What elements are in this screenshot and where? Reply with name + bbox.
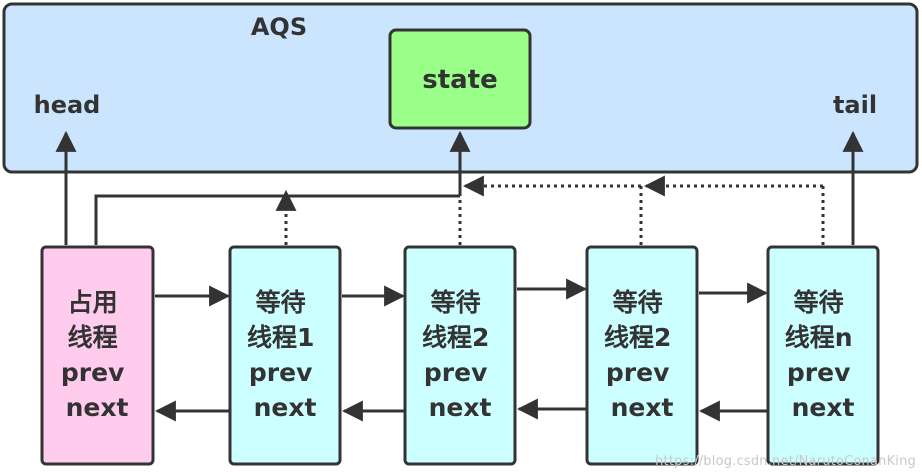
node-waiting-thread-1: 等待 线程1 prev next	[228, 245, 342, 466]
state-box	[388, 28, 532, 130]
head-label: head	[34, 91, 101, 119]
node-line1: 等待	[256, 288, 306, 317]
node-line2: 线程1	[247, 323, 314, 352]
node-prev: prev	[61, 358, 124, 387]
node-line2: 线程n	[785, 323, 853, 352]
node-box	[585, 245, 699, 466]
node-line1: 等待	[431, 288, 481, 317]
node-waiting-thread-n: 等待 线程n prev next	[766, 245, 880, 466]
svg-text:等待 线程n prev: 等待 线程n prev next	[785, 288, 862, 422]
node-prev: prev	[424, 358, 487, 387]
svg-text:占用 线程 prev n: 占用 线程 prev next	[61, 288, 133, 422]
node-line1: 占用	[68, 288, 118, 317]
node-box	[40, 245, 155, 466]
node-next: next	[611, 393, 674, 422]
node-next: next	[254, 393, 317, 422]
node-next: next	[66, 393, 129, 422]
node-prev: prev	[606, 358, 669, 387]
svg-text:等待 线程2 prev: 等待 线程2 prev next	[604, 288, 680, 422]
node-line2: 线程2	[604, 323, 671, 352]
node-box	[766, 245, 880, 466]
tail-label: tail	[833, 91, 877, 119]
node-line1: 等待	[794, 288, 844, 317]
node-line2: 线程2	[422, 323, 489, 352]
node-owner-thread: 占用 线程 prev next	[40, 245, 155, 466]
node-box	[403, 245, 517, 466]
node-waiting-thread-2: 等待 线程2 prev next	[403, 245, 517, 466]
svg-text:等待 线程1 prev: 等待 线程1 prev next	[247, 288, 323, 422]
svg-text:等待 线程2 prev: 等待 线程2 prev next	[422, 288, 498, 422]
state-label: state	[422, 65, 498, 95]
node-next: next	[429, 393, 492, 422]
node-box	[228, 245, 342, 466]
node-next: next	[792, 393, 855, 422]
watermark: https://blog.csdn.net/NarutoConanKing	[655, 454, 916, 469]
node-waiting-thread-3: 等待 线程2 prev next	[585, 245, 699, 466]
owner-state-link	[94, 194, 460, 245]
node-prev: prev	[787, 358, 850, 387]
node-line2: 线程	[68, 323, 118, 352]
node-line1: 等待	[613, 288, 663, 317]
aqs-title: AQS	[251, 13, 307, 41]
node-prev: prev	[249, 358, 312, 387]
